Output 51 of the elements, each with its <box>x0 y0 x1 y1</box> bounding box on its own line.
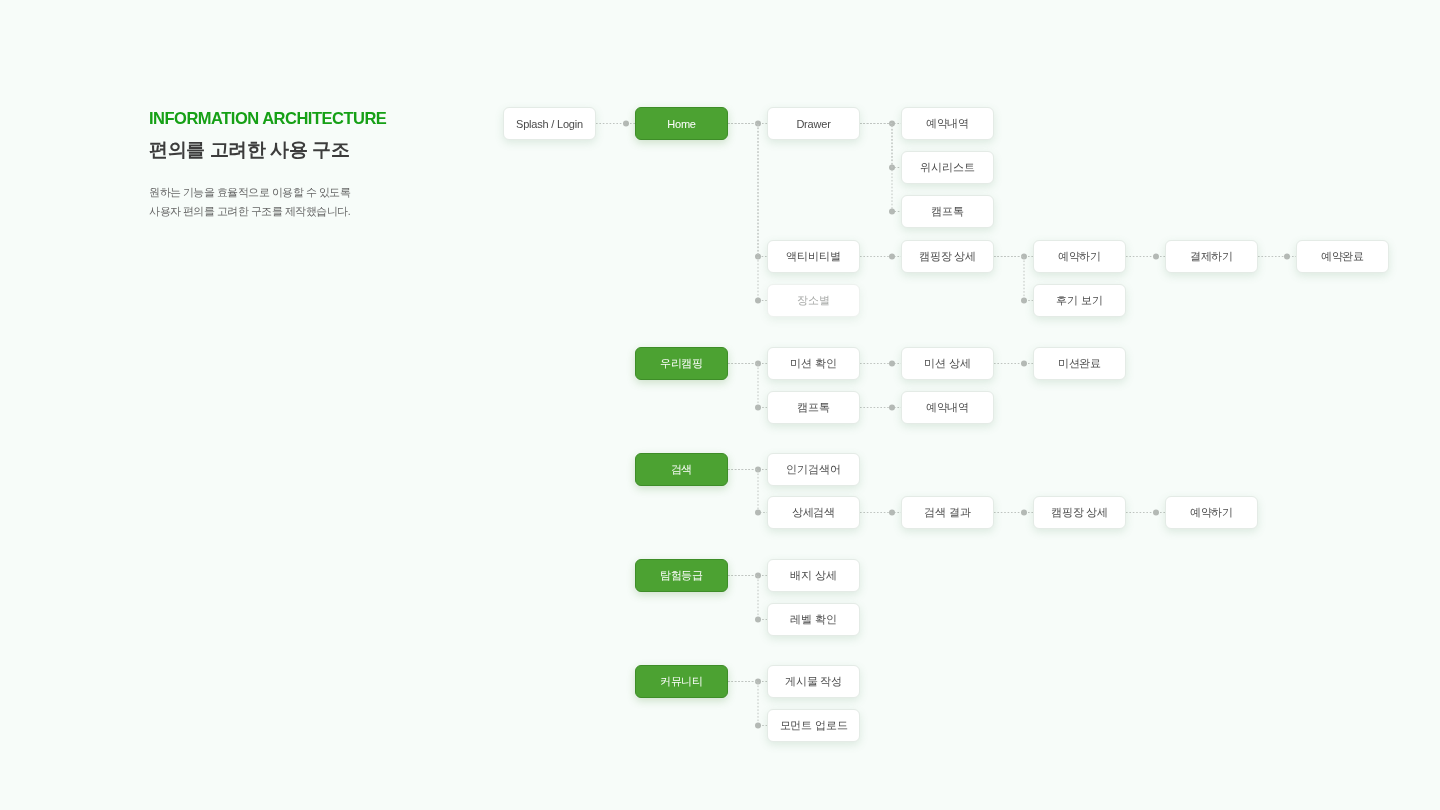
description-text: 원하는 기능을 효율적으로 이용할 수 있도록 사용자 편의를 고려한 구조를 제작했습니다. <box>149 185 352 219</box>
screen-box: 모먼트 업로드 <box>767 709 860 742</box>
screen-box: 예약하기 <box>1033 240 1126 273</box>
screen-box: Drawer <box>767 107 860 140</box>
category-box: 검색 <box>635 453 728 486</box>
connector <box>727 123 768 304</box>
category-box: Home <box>635 107 728 140</box>
connector <box>859 123 902 215</box>
connector <box>727 681 768 729</box>
screen-box: 예약내역 <box>901 107 994 140</box>
screen-box: 캠핑장 상세 <box>901 240 994 273</box>
connector <box>859 360 902 367</box>
category-box: 탐험등급 <box>635 559 728 592</box>
connector <box>595 120 636 127</box>
connector <box>1257 253 1297 260</box>
connector <box>859 509 902 516</box>
connector <box>727 469 768 516</box>
connector <box>859 253 902 260</box>
category-box: 커뮤니티 <box>635 665 728 698</box>
screen-box: 캠프톡 <box>767 391 860 424</box>
screen-box: 미션 확인 <box>767 347 860 380</box>
screen-box: 캠핑장 상세 <box>1033 496 1126 529</box>
screen-box: 게시물 작성 <box>767 665 860 698</box>
screen-box: 장소별 <box>767 284 860 317</box>
screen-box: 위시리스트 <box>901 151 994 184</box>
screen-box: 예약하기 <box>1165 496 1258 529</box>
screen-box: 레벨 확인 <box>767 603 860 636</box>
screen-box: 인기검색어 <box>767 453 860 486</box>
connector <box>993 360 1034 367</box>
connector <box>727 575 768 623</box>
screen-box: 배지 상세 <box>767 559 860 592</box>
screen-box: 미션완료 <box>1033 347 1126 380</box>
screen-box: 캠프톡 <box>901 195 994 228</box>
screen-box: 검색 결과 <box>901 496 994 529</box>
screen-box: 예약완료 <box>1296 240 1389 273</box>
screen-box: 액티비티별 <box>767 240 860 273</box>
screen-box: Splash / Login <box>503 107 596 140</box>
screen-box: 후기 보기 <box>1033 284 1126 317</box>
heading: 편의를 고려한 사용 구조 <box>149 138 350 162</box>
screen-box: 예약내역 <box>901 391 994 424</box>
connector <box>1125 253 1166 260</box>
connector <box>993 256 1034 304</box>
screen-box: 상세검색 <box>767 496 860 529</box>
connector <box>859 404 902 411</box>
screen-box: 미션 상세 <box>901 347 994 380</box>
connector <box>1125 509 1166 516</box>
screen-box: 결제하기 <box>1165 240 1258 273</box>
category-box: 우리캠핑 <box>635 347 728 380</box>
section-label: INFORMATION ARCHITECTURE <box>149 109 387 128</box>
connector <box>993 509 1034 516</box>
connector <box>727 363 768 411</box>
